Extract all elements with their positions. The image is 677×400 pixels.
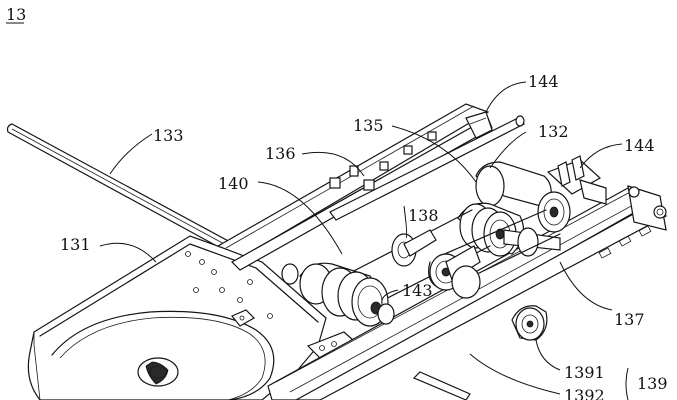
- label-1392: 1392: [564, 386, 605, 400]
- label-136: 136: [265, 144, 296, 163]
- label-132: 132: [538, 122, 569, 141]
- label-140: 140: [218, 174, 249, 193]
- pulley-center: [457, 202, 561, 257]
- reference-labels: 133 131 136 140 135 144 132 144 138 143 …: [60, 72, 668, 400]
- figure-number: 13: [6, 5, 26, 24]
- label-1391: 1391: [564, 363, 605, 382]
- guide-rod: [6, 123, 233, 252]
- label-144-right: 144: [624, 136, 655, 155]
- label-131: 131: [60, 235, 91, 254]
- label-138: 138: [408, 206, 439, 225]
- bottom-rod: [412, 371, 471, 400]
- label-139: 139: [637, 374, 668, 393]
- label-144-top: 144: [528, 72, 559, 91]
- motor-drum: [475, 161, 571, 233]
- leader-lines: [99, 81, 629, 400]
- pulley-left: [281, 262, 395, 327]
- label-135: 135: [353, 116, 384, 135]
- label-143: 143: [402, 281, 433, 300]
- label-133: 133: [153, 126, 184, 145]
- label-137: 137: [614, 310, 645, 329]
- idler-pulleys: [391, 229, 481, 299]
- roller: [511, 305, 548, 341]
- figure-number-text: 13: [6, 5, 26, 24]
